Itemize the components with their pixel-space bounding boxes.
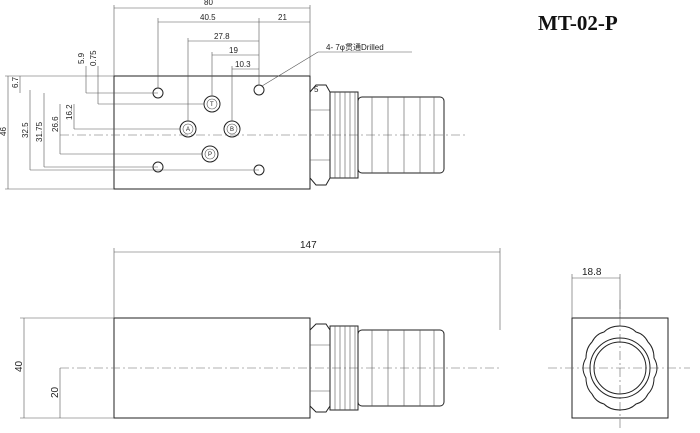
dim-31-75: 31.75 — [35, 121, 44, 142]
dim-10-3: 10.3 — [235, 60, 251, 69]
dim-26-6: 26.6 — [51, 116, 60, 132]
dim-5-9: 5.9 — [77, 52, 86, 64]
dim-147: 147 — [300, 240, 317, 251]
knob-side — [582, 325, 658, 411]
dim-6-7: 6.7 — [11, 76, 20, 88]
svg-text:B: B — [230, 127, 234, 133]
dim-40: 40 — [14, 360, 25, 372]
dim-18-8: 18.8 — [582, 267, 602, 278]
knob-inner-ring — [589, 337, 651, 399]
side-view: 18.8 — [548, 267, 690, 430]
knob-top — [357, 96, 445, 174]
top-view: T A B P — [0, 0, 468, 190]
dim-19: 19 — [229, 46, 238, 55]
hole-note: 4- 7φ贯通Drilled — [326, 42, 384, 52]
dim-80: 80 — [204, 0, 213, 7]
dim-21: 21 — [278, 13, 287, 22]
knob-front — [357, 329, 445, 407]
svg-text:P: P — [208, 152, 212, 158]
dim-32-5: 32.5 — [21, 122, 30, 138]
mount-hole — [253, 84, 265, 96]
dim-40-5: 40.5 — [200, 13, 216, 22]
dim-5: 5 — [314, 85, 319, 94]
dim-0-75: 0.75 — [89, 50, 98, 66]
valve-body-front — [113, 317, 311, 419]
knob-face — [593, 341, 647, 395]
port-p: P — [201, 145, 219, 163]
dim-20: 20 — [50, 386, 61, 398]
port-t: T — [203, 95, 221, 113]
drawing-title: MT-02-P — [538, 11, 618, 35]
dim-27-8: 27.8 — [214, 32, 230, 41]
svg-text:A: A — [186, 127, 190, 133]
front-view: 147 40 20 — [14, 240, 501, 419]
port-b: B — [223, 120, 241, 138]
dim-46: 46 — [0, 127, 8, 136]
dim-16-2: 16.2 — [65, 104, 74, 120]
port-a: A — [179, 120, 197, 138]
svg-text:T: T — [210, 102, 214, 108]
